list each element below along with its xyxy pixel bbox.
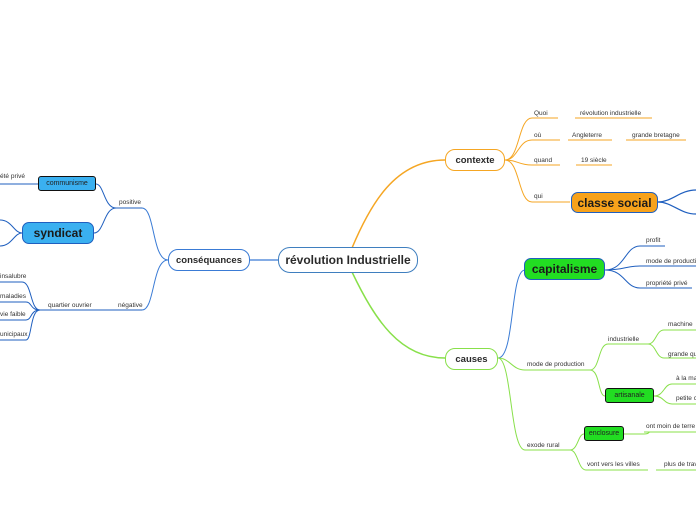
label-ou: où xyxy=(534,132,542,139)
label-municipaux: unicipaux xyxy=(0,331,28,338)
label-grande-qu: grande qu xyxy=(668,351,696,358)
label-petite: petite c xyxy=(676,395,696,402)
label-vont-villes: vont vers les villes xyxy=(587,461,640,468)
label-positive: positive xyxy=(119,199,142,206)
label-propriete-prive: propriété privé xyxy=(646,280,688,287)
label-exode-rural: exode rural xyxy=(527,442,560,449)
label-ou-value: Angleterre xyxy=(572,132,602,139)
label-a-la-ma: à la ma xyxy=(676,375,696,382)
node-artisanale[interactable]: artisanale xyxy=(605,388,654,403)
topic-causes[interactable]: causes xyxy=(445,348,498,370)
label-quoi-value: révolution industrielle xyxy=(580,110,642,117)
label-quartier-ouvrier: quartier ouvrier xyxy=(48,302,92,309)
node-syndicat[interactable]: syndicat xyxy=(22,222,94,244)
label-mode-production: mode de production xyxy=(527,361,585,368)
node-classe-social[interactable]: classe social xyxy=(571,192,658,213)
label-maladies: maladies xyxy=(0,293,27,300)
central-topic[interactable]: révolution Industrielle xyxy=(278,247,418,273)
label-quand: quand xyxy=(534,157,553,164)
label-machine: machine xyxy=(668,321,693,328)
node-communisme[interactable]: communisme xyxy=(38,176,96,191)
label-quoi: Quoi xyxy=(534,110,548,117)
label-plus-trav: plus de trav xyxy=(664,461,696,468)
label-negative: négative xyxy=(118,302,143,309)
topic-contexte[interactable]: contexte xyxy=(445,149,505,171)
label-quand-value: 19 siècle xyxy=(581,157,607,164)
label-propriete-prive-left: été privé xyxy=(0,173,25,180)
node-enclosure[interactable]: enclosure xyxy=(584,426,624,441)
label-qui: qui xyxy=(534,193,543,200)
label-vie-faible: vie faible xyxy=(0,311,26,318)
label-moins-terre: ont moin de terre xyxy=(646,423,696,430)
label-industrielle: industrielle xyxy=(608,336,640,343)
topic-consequances[interactable]: conséquances xyxy=(168,249,250,271)
label-insalubre: insalubre xyxy=(0,273,27,280)
node-capitalisme[interactable]: capitalisme xyxy=(524,258,605,280)
label-profit: profit xyxy=(646,237,661,244)
label-ou-value-2: grande bretagne xyxy=(632,132,680,139)
label-mode-production-cap: mode de production xyxy=(646,258,696,265)
